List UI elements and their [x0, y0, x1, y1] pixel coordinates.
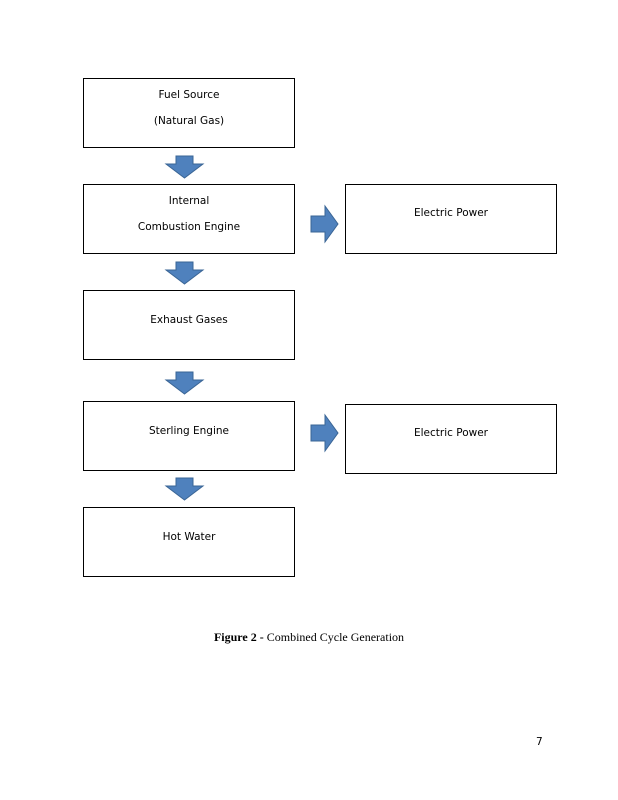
sterling-engine-box: Sterling Engine	[83, 401, 295, 471]
fuel-source-box: Fuel Source (Natural Gas)	[83, 78, 295, 148]
box-label: Combustion Engine	[137, 221, 241, 233]
down-arrow-icon	[164, 261, 205, 285]
hot-water-box: Hot Water	[83, 507, 295, 577]
internal-combustion-engine-box: Internal Combustion Engine	[83, 184, 295, 254]
box-label: Electric Power	[414, 427, 488, 439]
figure-title: Combined Cycle Generation	[263, 630, 405, 644]
electric-power-box-1: Electric Power	[345, 184, 557, 254]
box-label: Fuel Source	[158, 89, 220, 101]
figure-label: Figure 2 -	[213, 630, 264, 644]
electric-power-box-2: Electric Power	[345, 404, 557, 474]
page-number: 7	[536, 736, 543, 748]
box-label: Exhaust Gases	[150, 314, 228, 326]
box-label: Electric Power	[414, 207, 488, 219]
box-label: (Natural Gas)	[153, 115, 225, 127]
down-arrow-icon	[164, 371, 205, 395]
down-arrow-icon	[164, 477, 205, 501]
figure-caption: Figure 2 - Combined Cycle Generation	[0, 630, 618, 645]
right-arrow-icon	[310, 413, 339, 453]
box-label: Hot Water	[162, 531, 216, 543]
down-arrow-icon	[164, 155, 205, 179]
exhaust-gases-box: Exhaust Gases	[83, 290, 295, 360]
box-label: Sterling Engine	[148, 425, 230, 437]
box-label: Internal	[168, 195, 210, 207]
right-arrow-icon	[310, 204, 339, 244]
